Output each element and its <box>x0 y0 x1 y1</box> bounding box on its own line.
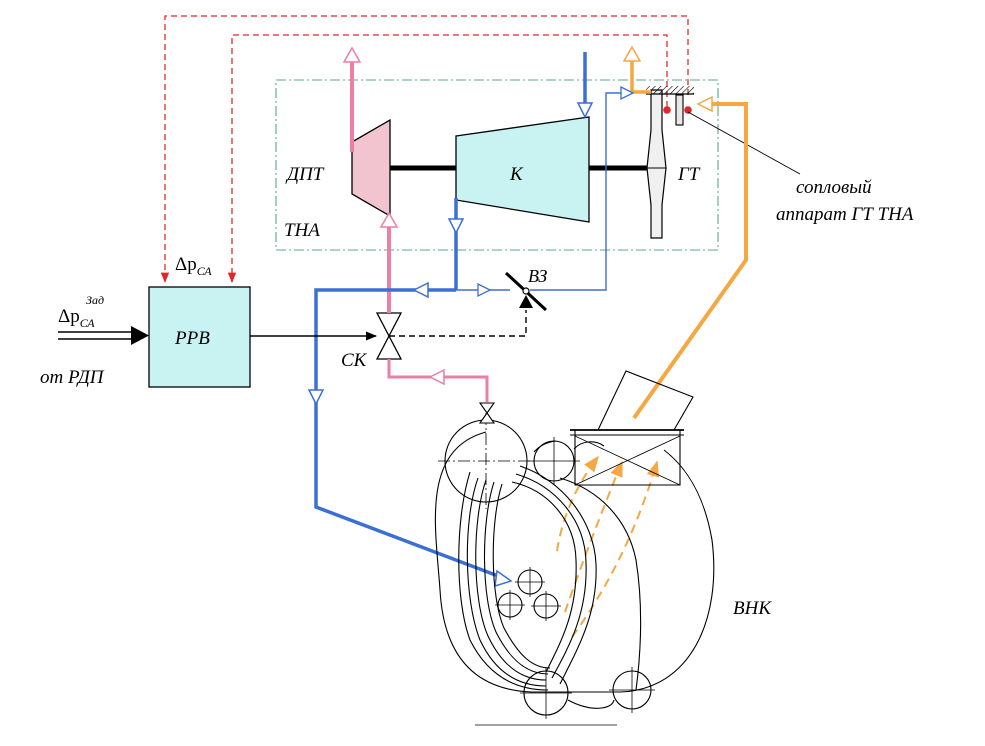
tna-frame <box>275 79 719 251</box>
vnk-inlet-valve <box>478 402 496 424</box>
label-vz: ВЗ <box>528 266 547 286</box>
sk-vz-link <box>389 310 527 337</box>
label-dp-zad-sup: Зад <box>86 293 104 307</box>
label-vnk: ВНК <box>733 598 772 619</box>
label-dp-sa: ΔpСА <box>175 254 212 278</box>
blue-air-lines <box>307 52 635 588</box>
dpt-booster-turbine <box>351 118 391 218</box>
label-tna: ТНА <box>284 220 320 241</box>
label-rrv: РРВ <box>174 328 210 349</box>
nozzle-apparatus <box>646 86 801 175</box>
label-nozzle-line1: сопловый <box>796 177 872 198</box>
compressor-k <box>455 116 590 223</box>
label-gt: ГТ <box>677 164 701 185</box>
rrv-regulator-box <box>148 286 251 388</box>
label-sk: СК <box>341 350 368 371</box>
label-k: К <box>509 164 524 185</box>
nozzle-sensor-dot-2 <box>684 106 692 114</box>
label-nozzle-line2: аппарат ГТ ТНА <box>776 204 914 225</box>
gas-turbine-gt <box>646 89 667 239</box>
vz-air-valve <box>504 271 548 312</box>
nozzle-sensor-dot-1 <box>663 106 671 114</box>
label-dpt: ДПТ <box>285 164 325 185</box>
setpoint-input-line <box>58 326 149 345</box>
vnk-boiler <box>434 370 715 726</box>
feedback-lines <box>160 15 689 284</box>
sk-control-valve <box>375 300 403 377</box>
label-from-rdp: от РДП <box>40 367 105 388</box>
pink-gas-lines <box>342 46 489 402</box>
label-dp-zad: ΔpСА <box>58 306 95 330</box>
